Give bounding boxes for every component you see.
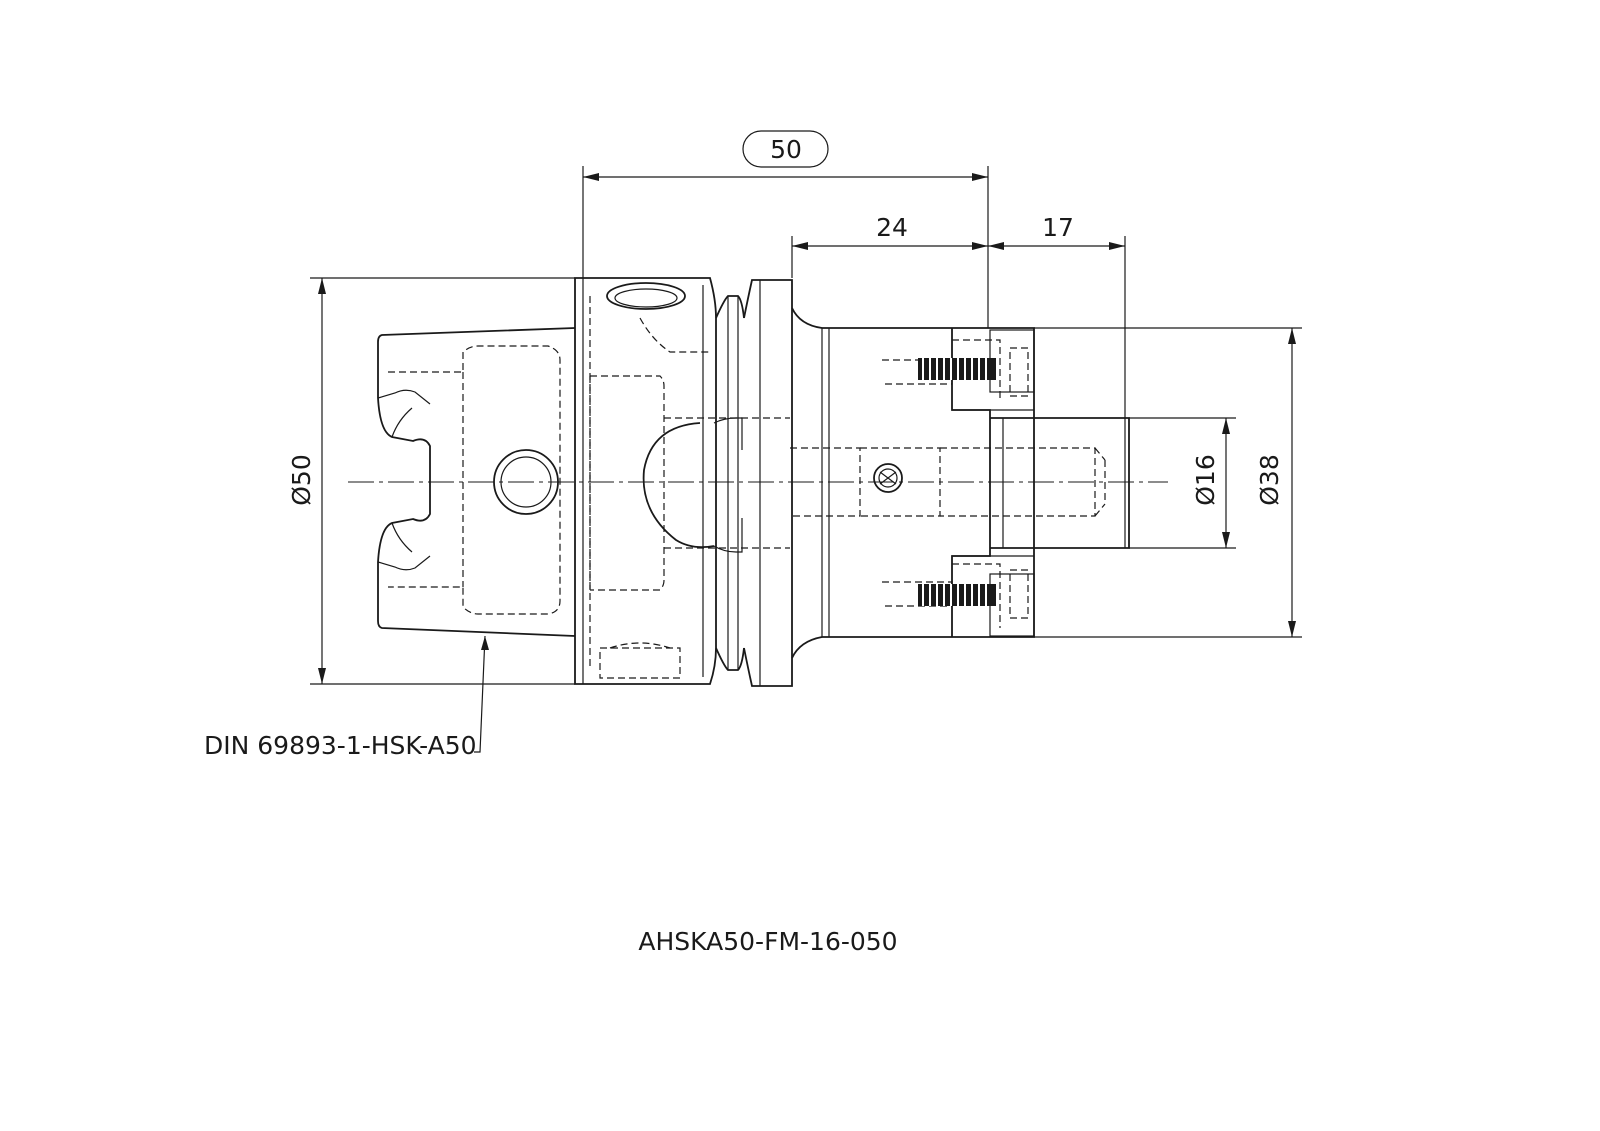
clamp-screw-top [918,358,996,380]
coolant-port [606,282,686,310]
dim-taper-diameter: Ø50 [287,454,316,506]
dimension-lines [310,130,1302,753]
dim-body-diameter: Ø38 [1255,454,1284,506]
dim-bore-diameter: Ø16 [1191,454,1220,506]
dim-flange-length: 24 [876,213,908,242]
clamp-screw-bottom [918,584,996,606]
coolant-tube-ball [642,417,743,553]
hidden-lines [388,296,1106,679]
dim-overall-length: 50 [770,135,802,164]
part-number: AHSKA50-FM-16-050 [638,927,897,956]
standard-note: DIN 69893-1-HSK-A50 [204,731,477,760]
set-screw [873,463,903,493]
dim-bore-depth: 17 [1042,213,1074,242]
